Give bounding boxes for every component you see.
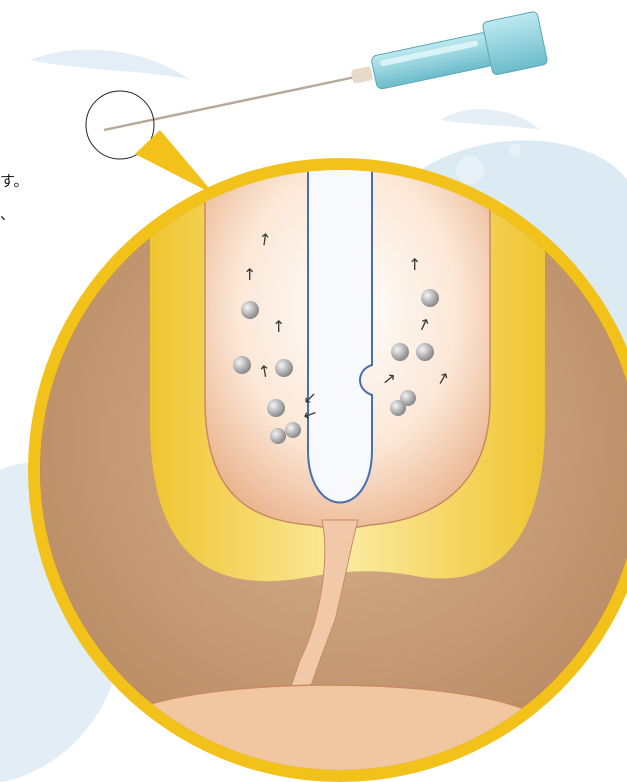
- particle: [267, 399, 285, 417]
- magnifier-callout: [86, 91, 215, 195]
- particle: [241, 301, 259, 319]
- text-fragment-2: 、: [0, 203, 15, 224]
- needle-tube: [308, 150, 372, 503]
- particle: [391, 343, 409, 361]
- particle: [275, 359, 293, 377]
- arrow-up: ↑: [272, 317, 285, 336]
- arrow-up: ↑: [257, 229, 273, 250]
- particle: [270, 428, 286, 444]
- particle: [285, 422, 301, 438]
- particle: [421, 289, 439, 307]
- magnified-view: ↑ ↑ ↑ ↑ ↑ ↑ ↑ ↑ ↑ ↑: [28, 150, 627, 782]
- text-fragment-1: す。: [0, 170, 29, 191]
- particle: [416, 343, 434, 361]
- arrow-up: ↑: [408, 255, 421, 274]
- arrow-up: ↑: [243, 265, 256, 284]
- particle: [400, 390, 416, 406]
- particle: [233, 356, 251, 374]
